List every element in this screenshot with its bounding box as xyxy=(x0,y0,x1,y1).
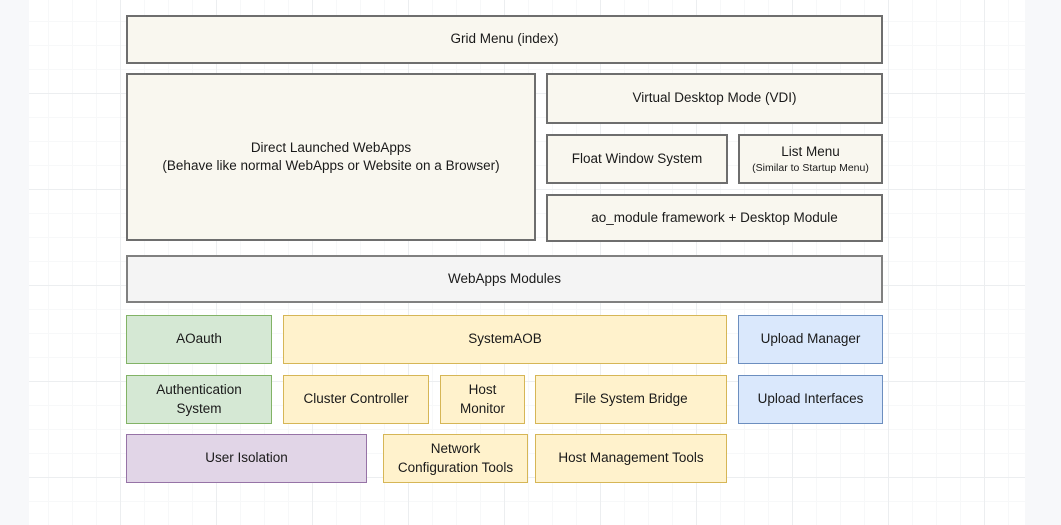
node-aoauth[interactable]: AOauth xyxy=(126,315,272,364)
node-host-management-tools-label: Host Management Tools xyxy=(558,449,703,467)
node-ao-module-framework-label: ao_module framework + Desktop Module xyxy=(591,209,838,227)
node-upload-interfaces[interactable]: Upload Interfaces xyxy=(738,375,883,424)
node-upload-manager-label: Upload Manager xyxy=(761,330,861,348)
node-host-management-tools[interactable]: Host Management Tools xyxy=(535,434,727,483)
node-direct-launched-webapps-label: Direct Launched WebApps (Behave like nor… xyxy=(162,139,499,175)
node-float-window-system-label: Float Window System xyxy=(572,150,703,168)
node-grid-menu-label: Grid Menu (index) xyxy=(450,30,558,48)
node-systemaob[interactable]: SystemAOB xyxy=(283,315,727,364)
node-webapps-modules-label: WebApps Modules xyxy=(448,270,561,288)
node-cluster-controller[interactable]: Cluster Controller xyxy=(283,375,429,424)
node-network-configuration-tools[interactable]: Network Configuration Tools xyxy=(383,434,528,483)
node-authentication-system-label: Authentication System xyxy=(156,381,242,417)
node-cluster-controller-label: Cluster Controller xyxy=(303,390,408,408)
node-host-monitor-label: Host Monitor xyxy=(460,381,505,417)
node-upload-interfaces-label: Upload Interfaces xyxy=(758,390,864,408)
node-virtual-desktop-mode-label: Virtual Desktop Mode (VDI) xyxy=(632,89,796,107)
node-list-menu-subtitle: (Similar to Startup Menu) xyxy=(752,161,869,175)
node-list-menu[interactable]: List Menu (Similar to Startup Menu) xyxy=(738,134,883,184)
node-virtual-desktop-mode[interactable]: Virtual Desktop Mode (VDI) xyxy=(546,73,883,124)
node-host-monitor[interactable]: Host Monitor xyxy=(440,375,525,424)
node-network-configuration-tools-label: Network Configuration Tools xyxy=(398,440,513,476)
node-file-system-bridge-label: File System Bridge xyxy=(574,390,687,408)
node-ao-module-framework[interactable]: ao_module framework + Desktop Module xyxy=(546,194,883,242)
node-list-menu-label: List Menu xyxy=(781,143,840,161)
node-file-system-bridge[interactable]: File System Bridge xyxy=(535,375,727,424)
node-authentication-system[interactable]: Authentication System xyxy=(126,375,272,424)
node-grid-menu[interactable]: Grid Menu (index) xyxy=(126,15,883,64)
node-aoauth-label: AOauth xyxy=(176,330,222,348)
node-systemaob-label: SystemAOB xyxy=(468,330,542,348)
node-user-isolation[interactable]: User Isolation xyxy=(126,434,367,483)
node-upload-manager[interactable]: Upload Manager xyxy=(738,315,883,364)
node-user-isolation-label: User Isolation xyxy=(205,449,288,467)
node-direct-launched-webapps[interactable]: Direct Launched WebApps (Behave like nor… xyxy=(126,73,536,241)
node-float-window-system[interactable]: Float Window System xyxy=(546,134,728,184)
node-webapps-modules[interactable]: WebApps Modules xyxy=(126,255,883,303)
